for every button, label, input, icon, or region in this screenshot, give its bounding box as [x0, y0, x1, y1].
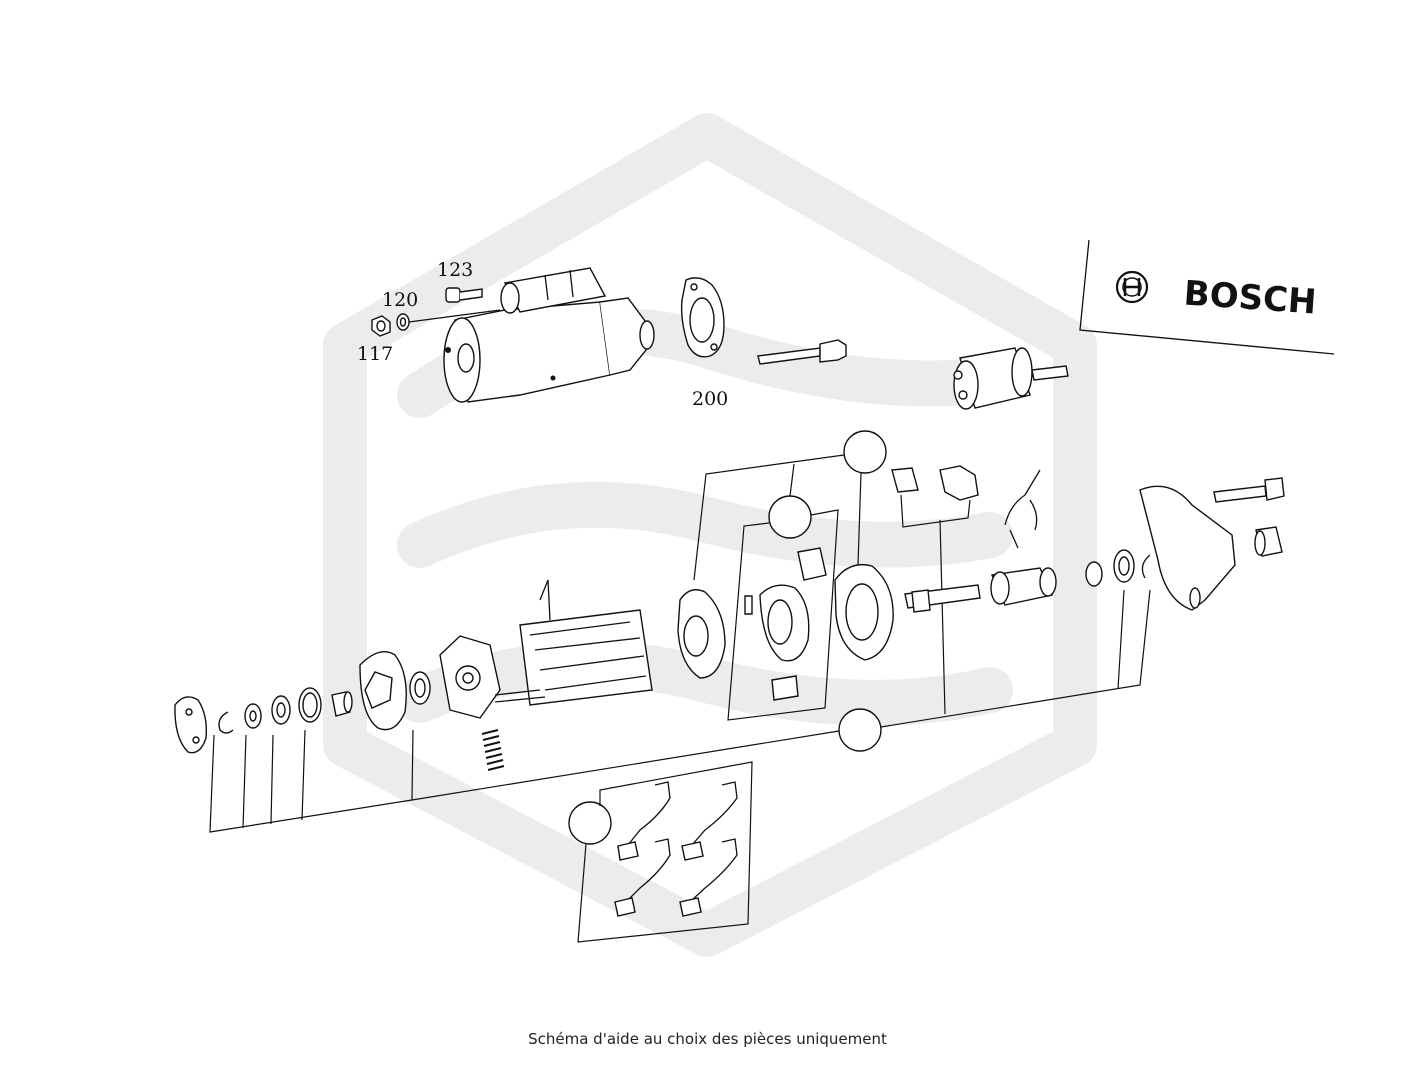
- end-cap: [174, 696, 208, 754]
- shift-fork: [1004, 469, 1041, 549]
- gasket-200: [680, 277, 725, 358]
- diagram-caption: Schéma d'aide au choix des pièces unique…: [528, 1030, 887, 1048]
- solenoid-switch: [953, 347, 1069, 410]
- drive-end-housing: [1139, 485, 1236, 611]
- needle-bushing: [1254, 526, 1283, 557]
- washers: [244, 687, 322, 729]
- callout-117: 117: [357, 343, 393, 365]
- through-bolt: [757, 339, 847, 365]
- intermediate-bearing: [677, 589, 726, 679]
- brand-box: BOSCH: [1079, 239, 1335, 355]
- brand-logo-text: BOSCH: [1183, 273, 1318, 322]
- brush-holder: [439, 635, 501, 719]
- carbon-brush-set: [614, 781, 738, 917]
- retaining-clip: [218, 711, 234, 734]
- washer-120: [396, 309, 501, 331]
- nut-117: [371, 315, 391, 337]
- planetary-parts: [744, 547, 827, 701]
- commutator-end-shield: [359, 651, 407, 731]
- pinion-drive: [990, 567, 1057, 606]
- group-brackets: [209, 430, 1151, 943]
- armature-shaft: [904, 584, 981, 613]
- watermark: [323, 113, 1097, 957]
- stop-ring: [1085, 549, 1151, 587]
- field-winding: [494, 579, 653, 706]
- bosch-armature-icon: [1115, 270, 1149, 304]
- callout-120: 120: [382, 289, 418, 311]
- spring: [481, 729, 505, 771]
- callout-200: 200: [692, 388, 728, 410]
- brush-blocks: [891, 465, 979, 501]
- drive-bolt: [1213, 477, 1285, 503]
- bolt-123: [445, 287, 483, 303]
- ring-gear: [834, 563, 894, 661]
- starter-motor-assembly: [443, 267, 655, 403]
- bushing: [331, 691, 353, 717]
- bearing-ring: [409, 671, 431, 705]
- callout-123: 123: [437, 259, 473, 281]
